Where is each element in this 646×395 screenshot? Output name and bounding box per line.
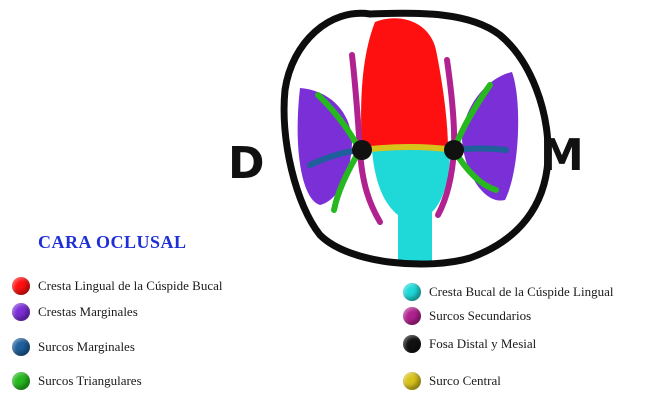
- central-groove: [362, 147, 454, 150]
- legend-label: Crestas Marginales: [38, 304, 138, 320]
- legend-item: Surcos Triangulares: [12, 372, 142, 390]
- legend-label: Surcos Triangulares: [38, 373, 142, 389]
- black-dot-icon: [403, 335, 421, 353]
- blue-dot-icon: [12, 338, 30, 356]
- diagram-title: CARA OCLUSAL: [38, 232, 187, 253]
- legend-label: Fosa Distal y Mesial: [429, 336, 536, 352]
- cyan-dot-icon: [403, 283, 421, 301]
- green-dot-icon: [12, 372, 30, 390]
- distal-fossa: [352, 140, 372, 160]
- buccal-cusp-lingual-ridge: [361, 18, 448, 150]
- legend-label: Cresta Bucal de la Cúspide Lingual: [429, 284, 613, 300]
- legend-item: Fosa Distal y Mesial: [403, 335, 536, 353]
- legend-label: Cresta Lingual de la Cúspide Bucal: [38, 278, 222, 294]
- yellow-dot-icon: [403, 372, 421, 390]
- mesial-marginal-ridge: [462, 72, 518, 201]
- mesial-fossa: [444, 140, 464, 160]
- legend-item: Surcos Secundarios: [403, 307, 531, 325]
- secondary-groove: [447, 60, 454, 150]
- lingual-cusp-buccal-ridge: [372, 150, 450, 262]
- legend-item: Cresta Bucal de la Cúspide Lingual: [403, 283, 613, 301]
- purple-dot-icon: [12, 303, 30, 321]
- red-dot-icon: [12, 277, 30, 295]
- legend-item: Cresta Lingual de la Cúspide Bucal: [12, 277, 222, 295]
- legend-label: Surco Central: [429, 373, 501, 389]
- magenta-dot-icon: [403, 307, 421, 325]
- mesial-label: M: [540, 134, 584, 178]
- legend-label: Surcos Secundarios: [429, 308, 531, 324]
- legend-label: Surcos Marginales: [38, 339, 135, 355]
- distal-label: D: [228, 142, 265, 186]
- legend-item: Surco Central: [403, 372, 501, 390]
- legend-item: Surcos Marginales: [12, 338, 135, 356]
- legend-item: Crestas Marginales: [12, 303, 138, 321]
